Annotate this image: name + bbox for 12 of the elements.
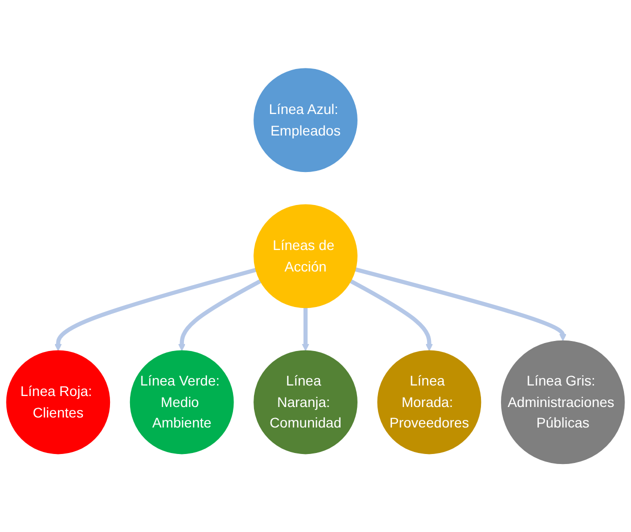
- node-circle: Línea Verde: Medio Ambiente: [130, 350, 234, 454]
- arrow: [54, 268, 256, 351]
- arrow: [178, 279, 262, 351]
- node-circle: Línea Roja: Clientes: [6, 350, 110, 454]
- node-circle: Línea Naranja: Comunidad: [254, 350, 358, 454]
- node-circle: Línea Azul: Empleados: [254, 68, 358, 172]
- arrow: [354, 267, 567, 341]
- node-circle: Línea Gris: Administraciones Públicas: [500, 340, 625, 464]
- arrow: [302, 308, 310, 351]
- node-circle: Líneas de Acción: [254, 204, 358, 308]
- node-circle: Línea Morada: Proveedores: [377, 350, 482, 454]
- arrow: [350, 279, 433, 351]
